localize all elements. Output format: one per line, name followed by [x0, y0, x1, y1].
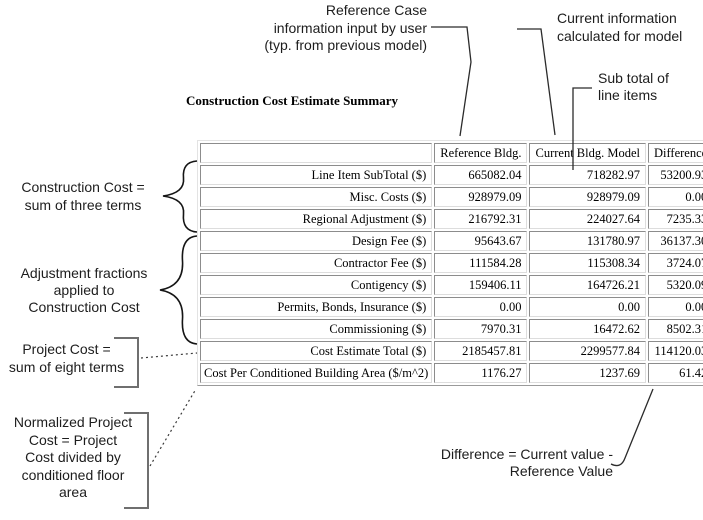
callout-subtotal-line1: Sub total of — [598, 70, 669, 86]
difference-value-cell: 3724.07 — [648, 253, 703, 273]
normalized-cost-dotted-line — [149, 388, 197, 467]
project-cost-dotted-line — [140, 352, 198, 359]
current-value-cell: 224027.64 — [529, 209, 646, 229]
callout-normalized-line2: Cost = Project — [28, 431, 118, 448]
table-row: Design Fee ($) 95643.67 131780.97 36137.… — [200, 231, 703, 251]
difference-value-cell: 7235.33 — [648, 209, 703, 229]
difference-value-cell: 0.00 — [648, 187, 703, 207]
current-value-cell: 115308.34 — [529, 253, 646, 273]
reference-value-cell: 1176.27 — [434, 363, 528, 383]
table-header-row: Reference Bldg. Current Bldg. Model Diff… — [200, 143, 703, 163]
current-value-cell: 164726.21 — [529, 275, 646, 295]
callout-construction-cost-line2: sum of three terms — [24, 196, 142, 213]
reference-value-cell: 665082.04 — [434, 165, 528, 185]
table-row: Permits, Bonds, Insurance ($) 0.00 0.00 … — [200, 297, 703, 317]
reference-value-cell: 95643.67 — [434, 231, 528, 251]
header-current-bldg-model: Current Bldg. Model — [529, 143, 646, 163]
reference-value-cell: 928979.09 — [434, 187, 528, 207]
current-value-cell: 718282.97 — [529, 165, 646, 185]
row-label-cell: Cost Estimate Total ($) — [200, 341, 433, 361]
callout-normalized-cost: Normalized Project Cost = Project Cost d… — [0, 414, 146, 502]
row-label-cell: Misc. Costs ($) — [200, 187, 433, 207]
table-row: Cost Per Conditioned Building Area ($/m^… — [200, 363, 703, 383]
current-value-cell: 1237.69 — [529, 363, 646, 383]
reference-value-cell: 216792.31 — [434, 209, 528, 229]
reference-value-cell: 0.00 — [434, 297, 528, 317]
difference-value-cell: 36137.30 — [648, 231, 703, 251]
table-row: Contigency ($) 159406.11 164726.21 5320.… — [200, 275, 703, 295]
row-label-cell: Permits, Bonds, Insurance ($) — [200, 297, 433, 317]
callout-normalized-line5: area — [58, 484, 88, 500]
difference-value-cell: 5320.09 — [648, 275, 703, 295]
header-reference-bldg: Reference Bldg. — [434, 143, 528, 163]
callout-construction-cost-line1: Construction Cost = — [21, 179, 145, 195]
reference-case-connector-line — [431, 26, 472, 137]
callout-current-info-line1: Current information — [557, 10, 677, 26]
callout-subtotal: Sub total of line items — [598, 70, 703, 103]
row-label-cell: Cost Per Conditioned Building Area ($/m^… — [200, 363, 433, 383]
row-label-cell: Contigency ($) — [200, 275, 433, 295]
callout-adjustment-line3: Construction Cost — [28, 299, 140, 315]
difference-value-cell: 114120.03 — [648, 341, 703, 361]
difference-value-cell: 8502.31 — [648, 319, 703, 339]
callout-normalized-line1: Normalized Project — [13, 414, 133, 430]
current-value-cell: 2299577.84 — [529, 341, 646, 361]
callout-normalized-line3: Cost divided by — [25, 449, 121, 465]
cost-estimate-table: Reference Bldg. Current Bldg. Model Diff… — [197, 140, 703, 386]
table-row: Line Item SubTotal ($) 665082.04 718282.… — [200, 165, 703, 185]
callout-difference-line1: Difference = Current value - — [440, 446, 613, 462]
difference-connector-line — [610, 388, 654, 467]
construction-cost-brace — [162, 160, 198, 233]
row-label-cell: Contractor Fee ($) — [200, 253, 433, 273]
current-value-cell: 131780.97 — [529, 231, 646, 251]
callout-reference-case: Reference Case information input by user… — [231, 2, 427, 55]
table-row: Commissioning ($) 7970.31 16472.62 8502.… — [200, 319, 703, 339]
callout-reference-case-line1: Reference Case — [325, 2, 427, 18]
difference-value-cell: 61.42 — [648, 363, 703, 383]
callout-subtotal-line2: line items — [598, 86, 658, 103]
current-value-cell: 16472.62 — [529, 319, 646, 339]
callout-project-cost: Project Cost = sum of eight terms — [0, 341, 133, 376]
callout-normalized-line4: conditioned floor — [21, 466, 125, 483]
callout-current-info: Current information calculated for model — [557, 10, 703, 45]
callout-project-cost-line2: sum of eight terms — [8, 358, 125, 375]
callout-difference-line2: Reference Value — [509, 463, 613, 479]
reference-value-cell: 111584.28 — [434, 253, 528, 273]
table-row: Contractor Fee ($) 111584.28 115308.34 3… — [200, 253, 703, 273]
reference-value-cell: 2185457.81 — [434, 341, 528, 361]
callout-adjustment-line2: applied to — [53, 282, 115, 298]
callout-difference: Difference = Current value - Reference V… — [413, 446, 613, 480]
row-label-cell: Commissioning ($) — [200, 319, 433, 339]
reference-value-cell: 159406.11 — [434, 275, 528, 295]
callout-construction-cost: Construction Cost = sum of three terms — [8, 179, 158, 214]
callout-adjustment-line1: Adjustment fractions — [20, 265, 148, 281]
callout-reference-case-line2: information input by user — [273, 19, 427, 36]
current-value-cell: 0.00 — [529, 297, 646, 317]
callout-project-cost-line1: Project Cost = — [22, 341, 111, 357]
row-label-cell: Regional Adjustment ($) — [200, 209, 433, 229]
current-value-cell: 928979.09 — [529, 187, 646, 207]
difference-value-cell: 0.00 — [648, 297, 703, 317]
difference-value-cell: 53200.93 — [648, 165, 703, 185]
adjustment-fractions-brace — [159, 235, 198, 345]
table-row: Misc. Costs ($) 928979.09 928979.09 0.00 — [200, 187, 703, 207]
row-label-cell: Design Fee ($) — [200, 231, 433, 251]
table-row: Regional Adjustment ($) 216792.31 224027… — [200, 209, 703, 229]
current-info-connector-line — [517, 28, 556, 136]
row-label-cell: Line Item SubTotal ($) — [200, 165, 433, 185]
callout-adjustment-fractions: Adjustment fractions applied to Construc… — [8, 265, 160, 316]
table-title: Construction Cost Estimate Summary — [186, 93, 398, 108]
table-row: Cost Estimate Total ($) 2185457.81 22995… — [200, 341, 703, 361]
callout-reference-case-line3: (typ. from previous model) — [264, 37, 427, 53]
reference-value-cell: 7970.31 — [434, 319, 528, 339]
corner-cell — [200, 143, 433, 163]
header-difference: Difference — [648, 143, 703, 163]
callout-current-info-line2: calculated for model — [557, 27, 683, 44]
